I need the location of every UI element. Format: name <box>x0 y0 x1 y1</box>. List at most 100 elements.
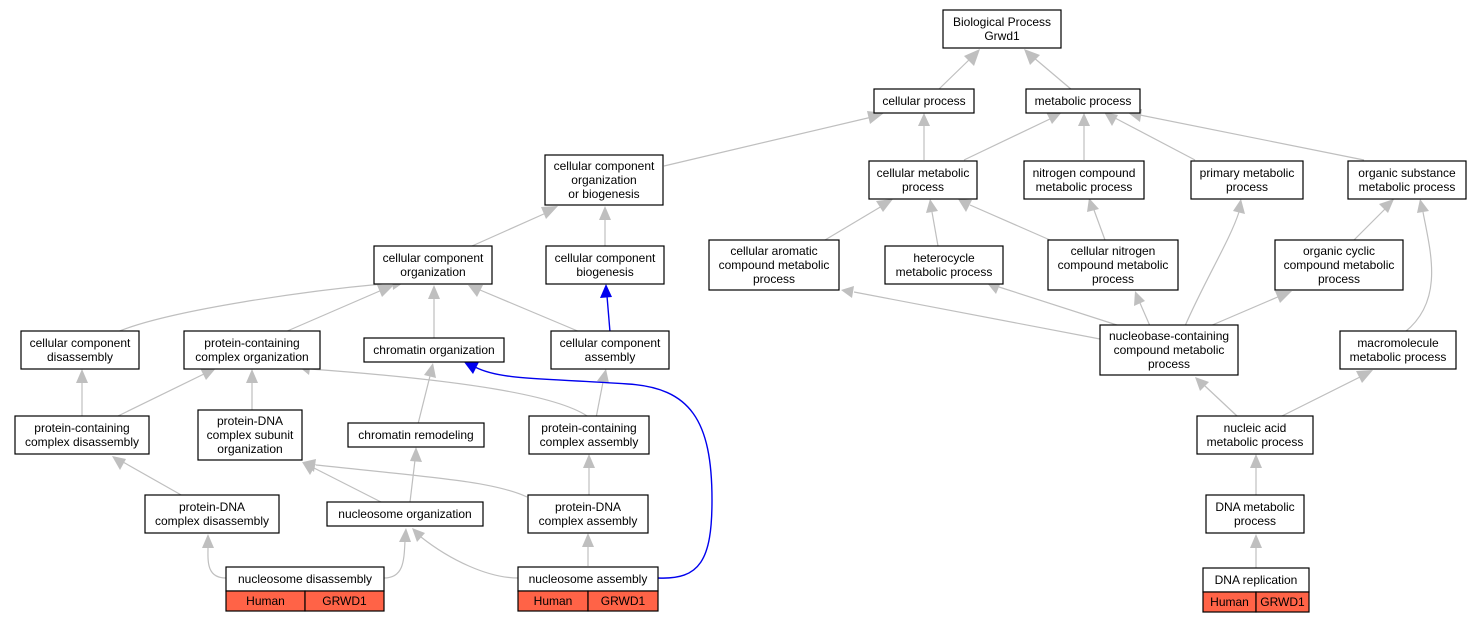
term-label-line: nucleobase-containing <box>1109 329 1229 343</box>
edge-metabolic-process-to-root <box>1024 49 1073 91</box>
term-label-line: complex assembly <box>540 435 639 449</box>
edge-nucleobase-to-heterocycle <box>987 282 1121 327</box>
edge-pdna-disassembly-to-pc-disassembly <box>112 456 184 497</box>
term-label-line: metabolic process <box>1207 435 1304 449</box>
term-label: nucleosome disassembly <box>238 572 372 586</box>
edge-nucleosome-assembly-to-chromatin-org <box>464 362 713 579</box>
edge-nucleic-acid-to-macromolecule <box>1281 370 1373 417</box>
term-label-line: process <box>1234 514 1276 528</box>
term-box <box>326 501 484 527</box>
edge-nucleosome-disassembly-to-nucleosome-org <box>383 528 411 579</box>
term-box <box>363 337 505 363</box>
term-label-line: process <box>1092 272 1134 286</box>
term-box <box>1347 160 1467 200</box>
edge-pdna-subunit-to-pc-org <box>246 369 258 410</box>
term-box <box>545 245 665 285</box>
term-label-line: heterocycle <box>913 251 975 265</box>
term-label-line: organic substance <box>1358 166 1456 180</box>
species-label: Human <box>1210 595 1249 609</box>
term-label-line: compound metabolic <box>1114 343 1225 357</box>
edge-chromatin-org-to-cc-org <box>428 285 440 338</box>
term-box <box>14 415 150 455</box>
go-term-cellular-process[interactable]: cellular process <box>873 88 975 114</box>
term-label-line: organization <box>571 173 636 187</box>
term-label-line: metabolic process <box>1350 350 1447 364</box>
term-label-line: macromolecule <box>1357 336 1439 350</box>
term-label-line: complex disassembly <box>25 435 139 449</box>
edge-dna-metabolic-to-nucleic-acid <box>1250 454 1262 496</box>
term-label-line: or biogenesis <box>568 187 639 201</box>
edge-nucleobase-to-primary-metabolic <box>1184 199 1245 327</box>
species-label: Human <box>534 594 573 608</box>
edge-pc-assembly-to-pc-org <box>298 362 591 419</box>
term-label-line: organization <box>400 265 465 279</box>
edge-dna-replication-to-dna-metabolic <box>1250 534 1262 569</box>
edge-nucleosome-org-to-chromatin-remodeling <box>409 447 422 503</box>
go-term-chromatin-remodeling[interactable]: chromatin remodeling <box>347 422 485 448</box>
edge-pdna-assembly-to-pdna-subunit <box>303 459 528 498</box>
go-term-nucleosome-org[interactable]: nucleosome organization <box>326 501 484 527</box>
term-label-line: Biological Process <box>953 15 1051 29</box>
term-box <box>197 409 303 461</box>
term-label-line: chromatin organization <box>373 343 494 357</box>
term-label-line: metabolic process <box>1359 180 1456 194</box>
term-box <box>527 494 649 534</box>
edge-cc-assembly-to-cc-org <box>468 285 581 333</box>
term-box <box>1025 88 1141 114</box>
term-box <box>550 330 670 370</box>
edge-organic-cyclic-to-organic-substance <box>1353 199 1394 241</box>
go-term-metabolic-process[interactable]: metabolic process <box>1025 88 1141 114</box>
edge-cc-org-to-ccob <box>471 206 558 247</box>
term-label-line: complex organization <box>195 350 308 364</box>
term-box <box>144 494 280 534</box>
term-label-line: cellular aromatic <box>730 244 817 258</box>
term-box <box>1099 324 1239 376</box>
term-label-line: complex disassembly <box>155 514 269 528</box>
term-box <box>1274 239 1404 291</box>
go-term-chromatin-org[interactable]: chromatin organization <box>363 337 505 363</box>
term-box <box>347 422 485 448</box>
term-label-line: cellular component <box>555 251 656 265</box>
term-label-line: nucleic acid <box>1224 421 1287 435</box>
term-label-line: cellular nitrogen <box>1071 244 1156 258</box>
edge-chromatin-remodeling-to-chromatin-org <box>417 363 436 425</box>
edge-cell-nitrogen-to-cellular-metabolic <box>958 199 1051 241</box>
term-box <box>20 330 140 370</box>
term-label-line: cellular process <box>882 94 965 108</box>
term-box <box>1339 330 1457 370</box>
gene-label: GRWD1 <box>322 594 367 608</box>
edge-cc-assembly-to-cc-biogenesis <box>600 284 612 333</box>
term-label-line: biogenesis <box>576 265 633 279</box>
gene-cell <box>304 590 385 612</box>
edge-nucleobase-to-cell-nitrogen <box>1134 291 1151 327</box>
